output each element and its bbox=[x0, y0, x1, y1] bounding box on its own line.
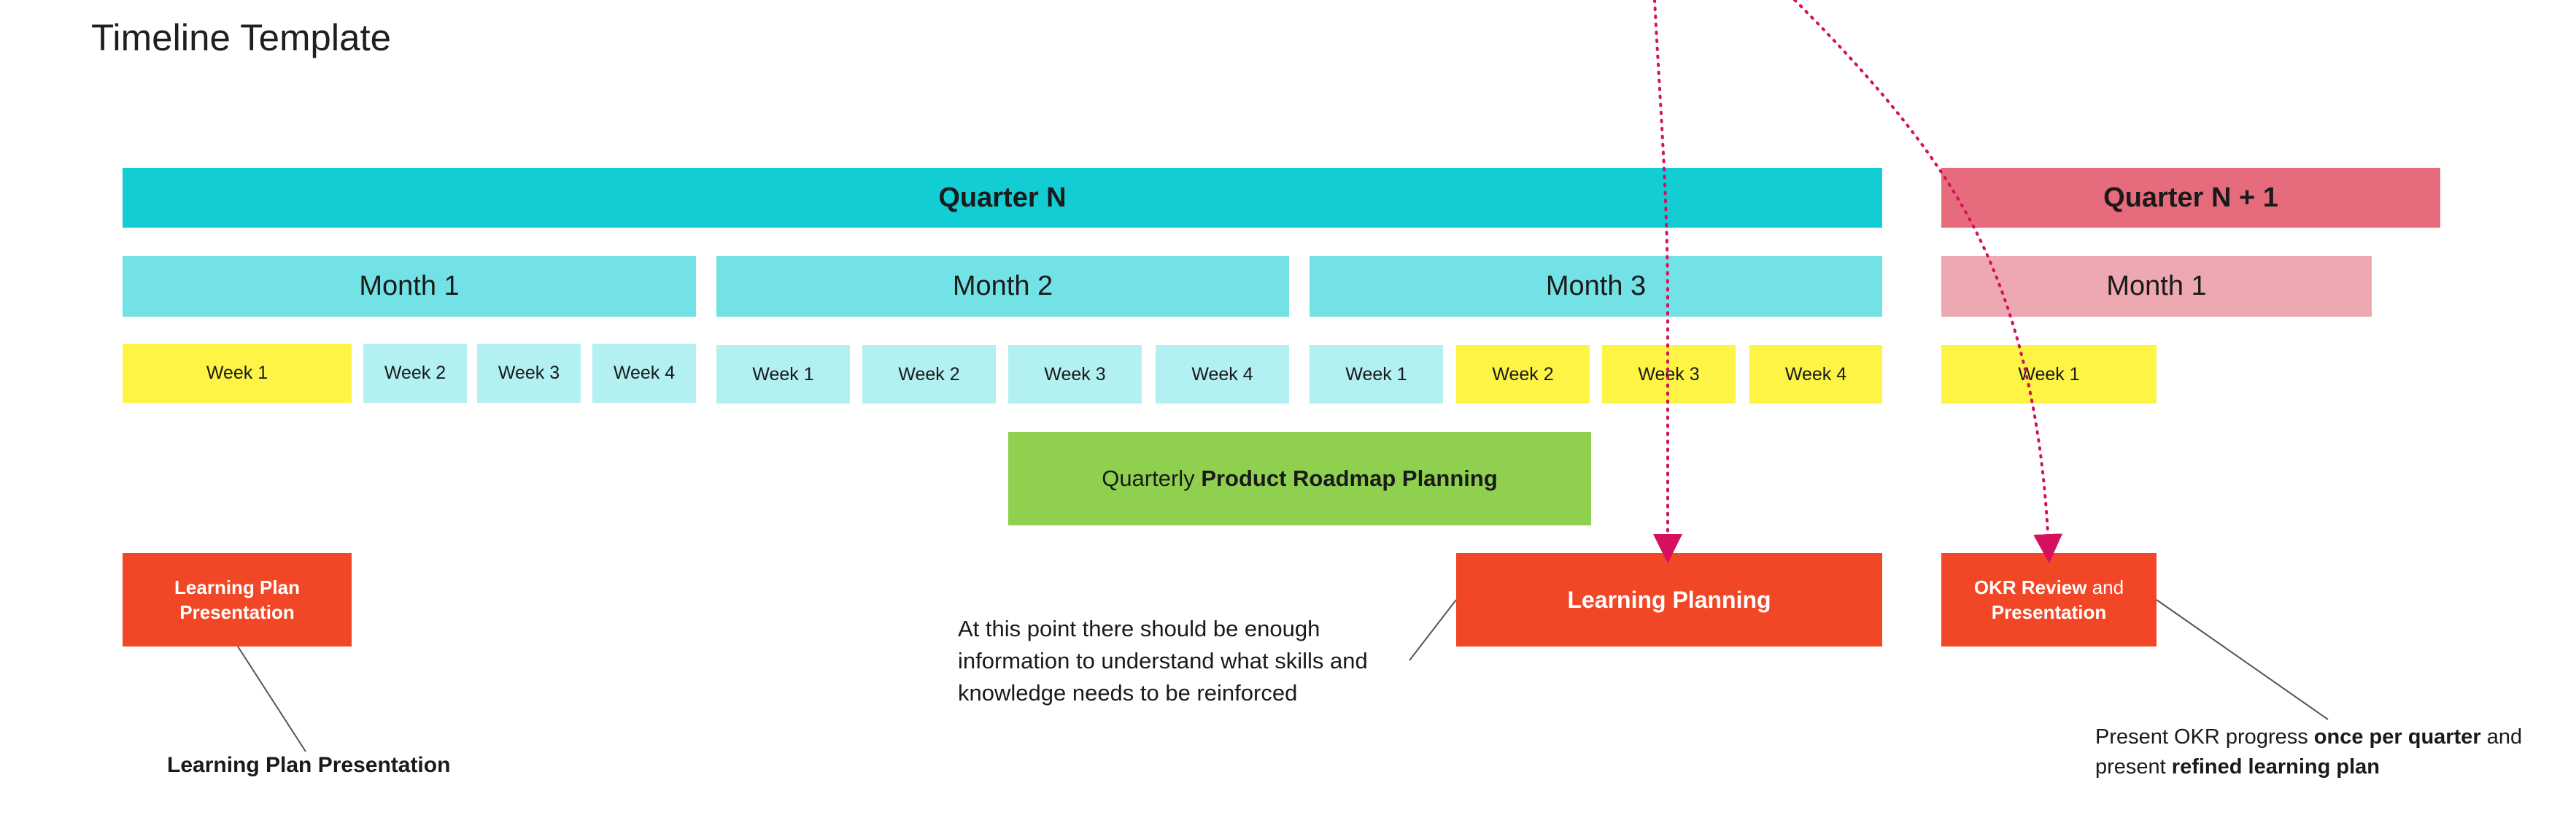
note-line: knowledge needs to be reinforced bbox=[958, 680, 1298, 706]
week-cell[interactable]: Week 3 bbox=[477, 344, 581, 403]
okr-note-text: Present OKR progress bbox=[2095, 725, 2314, 749]
okr-note-bold: once per quarter bbox=[2313, 725, 2481, 749]
dotted-arrow-okr-review[interactable] bbox=[1793, 0, 2063, 563]
okr-note-line-1: Present OKR progress once per quarter an… bbox=[2095, 722, 2522, 752]
okr-card-bold: OKR Review bbox=[1973, 576, 2087, 598]
okr-note: Present OKR progress once per quarter an… bbox=[2095, 722, 2522, 782]
roadmap-prefix: Quarterly bbox=[1102, 466, 1202, 491]
okr-card-line-2: Presentation bbox=[1991, 601, 2107, 623]
quarter-n-bar[interactable]: Quarter N bbox=[123, 168, 1882, 228]
okr-note-text: and bbox=[2480, 725, 2523, 749]
page-title: Timeline Template bbox=[91, 17, 392, 58]
week-cell[interactable]: Week 1 bbox=[123, 344, 352, 403]
week-cell[interactable]: Week 3 bbox=[1008, 345, 1142, 404]
learning-plan-label: Learning Plan Presentation bbox=[167, 753, 451, 777]
okr-review-card[interactable]: OKR Review and Presentation bbox=[1941, 553, 2157, 646]
week-cell[interactable]: Week 2 bbox=[363, 344, 467, 403]
roadmap-bold-label: Product Roadmap Planning bbox=[1201, 466, 1498, 491]
connector-line bbox=[2156, 599, 2329, 720]
week-cell[interactable]: Week 4 bbox=[1749, 345, 1882, 404]
week-cell[interactable]: Week 4 bbox=[592, 344, 696, 403]
quarter-n1-bar[interactable]: Quarter N + 1 bbox=[1941, 168, 2440, 228]
okr-note-text: present bbox=[2095, 755, 2172, 779]
week-cell[interactable]: Week 1 bbox=[1310, 345, 1443, 404]
enough-info-note: At this point there should be enough inf… bbox=[958, 613, 1425, 709]
note-line: information to understand what skills an… bbox=[958, 648, 1368, 673]
week-cell[interactable]: Week 1 bbox=[716, 345, 850, 404]
note-line: At this point there should be enough bbox=[958, 616, 1320, 641]
week-cell[interactable]: Week 2 bbox=[1456, 345, 1590, 404]
week-cell[interactable]: Week 1 bbox=[1941, 345, 2157, 404]
month-1-bar[interactable]: Month 1 bbox=[123, 256, 696, 317]
learning-planning-card[interactable]: Learning Planning bbox=[1456, 553, 1882, 646]
okr-card-line-1: OKR Review and bbox=[1974, 575, 2124, 600]
roadmap-planning-card[interactable]: Quarterly Product Roadmap Planning bbox=[1008, 432, 1591, 525]
week-cell[interactable]: Week 4 bbox=[1156, 345, 1289, 404]
okr-card-and: and bbox=[2086, 576, 2124, 598]
connector-line bbox=[237, 646, 306, 752]
month-1-next-bar[interactable]: Month 1 bbox=[1941, 256, 2372, 317]
connector-line bbox=[1409, 599, 1457, 661]
okr-note-line-2: present refined learning plan bbox=[2095, 752, 2522, 782]
week-cell[interactable]: Week 2 bbox=[862, 345, 996, 404]
month-3-bar[interactable]: Month 3 bbox=[1310, 256, 1882, 317]
learning-plan-presentation-card[interactable]: Learning Plan Presentation bbox=[123, 553, 352, 646]
dotted-arrow-learning-planning[interactable] bbox=[1653, 0, 1682, 563]
month-2-bar[interactable]: Month 2 bbox=[716, 256, 1289, 317]
okr-note-bold: refined learning plan bbox=[2171, 755, 2380, 779]
